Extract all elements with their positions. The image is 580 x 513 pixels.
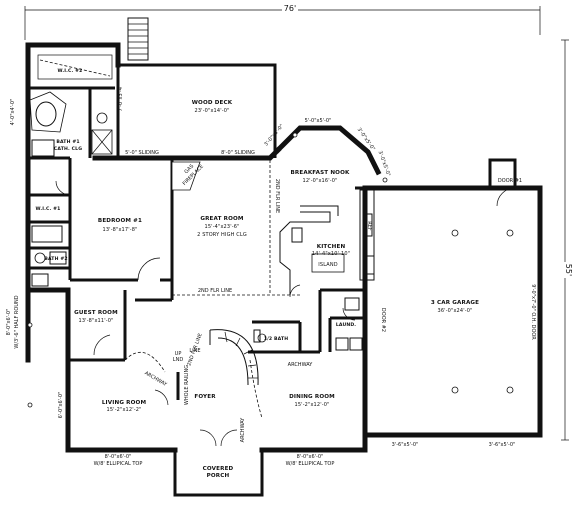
dining-room-label: DINING ROOM (289, 394, 335, 400)
window-front-right: 8'-0"x6'-0" (297, 454, 324, 460)
sliding-left-note: 5'-0" SLIDING (125, 150, 159, 156)
door1-note: DOOR #1 (498, 178, 522, 184)
great-room-label: GREAT ROOM (200, 216, 244, 222)
deck-stairs (127, 17, 149, 61)
up-label: UP (175, 351, 182, 357)
whole-railing-note: WHOLE RAILING (184, 365, 190, 405)
wic2-shelf (37, 54, 113, 80)
sliding-right-note: 8'-0" SLIDING (221, 150, 255, 156)
garage-size: 36'-0"x24'-0" (438, 308, 473, 314)
half-bath-label: 1/2 BATH (264, 336, 289, 342)
garage-label: 3 CAR GARAGE (431, 300, 479, 306)
window-living-side: 6'-0"x6'-0" (58, 392, 64, 419)
bath2-label: BATH #2 (44, 256, 67, 262)
second-floor-line-v: 2ND FLR LINE (274, 179, 280, 213)
great-room-detail: 2 STORY HIGH CLG (197, 232, 247, 238)
great-room-size: 15'-4"x23'-6" (205, 224, 240, 230)
foyer-label: FOYER (194, 394, 216, 400)
overall-width-label: 76' (284, 4, 296, 13)
laundry-label: LAUND. (336, 322, 356, 328)
wic1-label: W.I.C. #1 (35, 206, 60, 212)
bath2-fixtures (31, 225, 67, 287)
living-room-size: 15'-2"x12'-2" (107, 407, 142, 413)
window-front-left: 8'-0"x6'-0" (105, 454, 132, 460)
laundry-fixtures (335, 297, 363, 351)
wood-deck-size: 23'-0"x14'-0" (195, 108, 230, 114)
garage-window-1: 3'-6"x5'-0" (392, 442, 419, 448)
garage-window-2: 3'-6"x5'-0" (489, 442, 516, 448)
front-left-top: W/8' ELLIPICAL TOP (94, 461, 143, 467)
gas-fireplace-note: GAS (183, 163, 195, 175)
window-left-top: 4'-0"x4'-0" (10, 99, 16, 126)
guest-room-label: GUEST ROOM (74, 310, 118, 316)
window-guest-2: W/3'-6" HALF ROUND (14, 295, 20, 348)
half-bath-fixtures (253, 329, 267, 343)
covered-porch-label-2: PORCH (207, 473, 230, 479)
overall-depth-label: 55' (564, 264, 573, 276)
bedroom1-size: 13'-8"x17'-8" (103, 227, 138, 233)
island-label: ISLAND (318, 262, 337, 268)
covered-porch-label: COVERED (203, 466, 234, 472)
kitchen-size: 14'-4"x10'-10" (312, 251, 350, 257)
wic2-label: W.I.C. #2 (57, 68, 82, 74)
garage-door-note: 9'-0"x7'-0" O.H. DOOR (530, 284, 536, 340)
breakfast-label: BREAKFAST NOOK (291, 170, 350, 176)
bath1-label: BATH #1 (56, 139, 79, 145)
second-floor-line-h: 2ND FLR LINE (198, 288, 232, 294)
overall-depth-dimension: 55' (560, 39, 573, 441)
wood-deck-label: WOOD DECK (192, 100, 233, 106)
guest-room-size: 13'-8"x11'-0" (79, 318, 114, 324)
archway-3: ARCHWAY (240, 417, 246, 443)
ref-label: REF (366, 221, 372, 231)
breakfast-size: 12'-0"x16'-0" (303, 178, 338, 184)
bath1-fixtures (29, 91, 113, 157)
kitchen-label: KITCHEN (317, 244, 346, 250)
window-marks (27, 132, 388, 408)
garage-markers (451, 229, 514, 394)
bedroom1-label: BEDROOM #1 (98, 218, 142, 224)
front-right-top: W/8' ELLIPICAL TOP (286, 461, 335, 467)
second-floor-lines (172, 160, 300, 296)
spiral-staircase (209, 329, 259, 386)
interior-walls (28, 86, 365, 400)
deck-dim-note: 7'-0"x3'-4" (118, 85, 124, 112)
exterior-walls (25, 42, 543, 497)
window-guest: 8'-0"x6'-0" (6, 309, 12, 336)
living-room-label: LIVING ROOM (102, 400, 147, 406)
wood-deck (116, 63, 277, 158)
kitchen-counters (279, 189, 375, 295)
window-dim-1: 5'-0"x5'-0" (305, 118, 332, 124)
dining-room-size: 15'-2"x12'-0" (295, 402, 330, 408)
lnd-label: LND (173, 357, 184, 363)
overall-width-dimension: 76' (24, 3, 541, 14)
archway-2: ARCHWAY (288, 362, 314, 368)
line-label: LINE (189, 348, 200, 354)
door2-note: DOOR #2 (380, 308, 386, 332)
bath1-detail: CATH. CLG (54, 146, 82, 152)
door-swings (55, 180, 516, 447)
archway-1: ARCHWAY (143, 370, 168, 388)
